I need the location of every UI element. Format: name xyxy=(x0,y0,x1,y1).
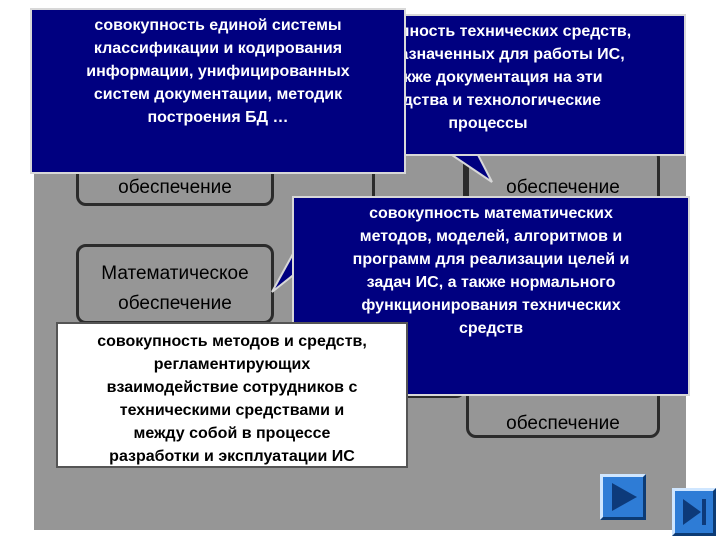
info-callout-line1: совокупность единой системы xyxy=(94,17,342,34)
info-callout-line2: классификации и кодирования xyxy=(93,40,343,57)
info-callout-line4: систем документации, методик xyxy=(93,86,343,103)
next-slide-button[interactable] xyxy=(600,474,646,520)
technical-callout-line3: а также документация на эти xyxy=(373,69,603,86)
org-callout-line6: разработки и эксплуатации ИС xyxy=(109,448,355,465)
org-callout-line2: регламентирующих xyxy=(153,356,311,373)
math-support-label-line1: Математическое xyxy=(101,263,249,284)
org-support-label: обеспечение xyxy=(506,413,620,434)
info-callout-line5: построения БД … xyxy=(147,109,289,126)
technical-callout-line5: процессы xyxy=(448,115,528,132)
technical-callout-line4: средства и технологические xyxy=(375,92,601,109)
info-callout-line3: информации, унифицированных xyxy=(86,63,350,80)
math-callout-line6: средств xyxy=(458,320,524,337)
skip-end-icon xyxy=(683,499,706,525)
org-callout-line1: совокупность методов и средств, xyxy=(97,333,367,350)
math-support-label-line2: обеспечение xyxy=(118,293,232,314)
last-slide-button[interactable] xyxy=(672,488,716,536)
math-callout-line4: задач ИС, а также нормального xyxy=(366,274,616,291)
info-support-label: обеспечение xyxy=(118,177,232,198)
math-callout-line3: программ для реализации целей и xyxy=(352,251,630,268)
org-support-callout: совокупность методов и средств, регламен… xyxy=(56,322,408,468)
math-callout-line2: методов, моделей, алгоритмов и xyxy=(359,228,623,245)
technical-callout-line1: совокупность технических средств, xyxy=(344,23,632,40)
math-callout-line1: совокупность математических xyxy=(369,205,613,222)
org-callout-line5: между собой в процессе xyxy=(133,425,331,442)
org-callout-line3: взаимодействие сотрудников с xyxy=(106,379,358,396)
technical-support-label: обеспечение xyxy=(506,177,620,198)
info-support-callout: совокупность единой системы классификаци… xyxy=(30,8,406,174)
org-callout-line4: техническими средствами и xyxy=(119,402,345,419)
math-callout-line5: функционирования технических xyxy=(361,297,621,314)
play-triangle-icon xyxy=(612,483,637,511)
technical-callout-line2: предназначенных для работы ИС, xyxy=(351,46,625,63)
